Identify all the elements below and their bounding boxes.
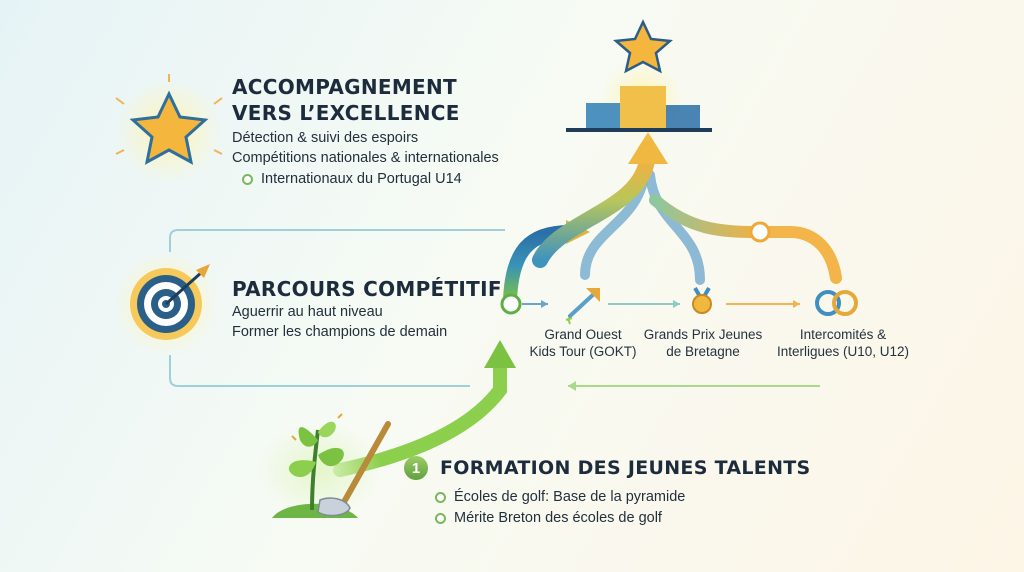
branch-to-right — [649, 194, 766, 238]
bullet-dot-icon — [435, 513, 446, 524]
parcours-description: Aguerrir au haut niveau Former les champ… — [232, 302, 447, 342]
excellence-title: ACCOMPAGNEMENT VERS L’EXCELLENCE — [232, 74, 512, 126]
excellence-line: Compétitions nationales & internationale… — [232, 150, 499, 166]
arrow-up-right-icon — [565, 288, 600, 325]
parcours-line: Former les champions de demain — [232, 324, 448, 340]
excellence-title-line2: VERS L’EXCELLENCE — [232, 101, 460, 125]
connector-line-top — [169, 229, 505, 252]
rings-icon — [815, 290, 858, 316]
step-grands-prix: Grands Prix Jeunes de Bretagne — [643, 327, 763, 359]
formation-bullets: Écoles de golf: Base de la pyramide Méri… — [435, 487, 685, 529]
medal-icon — [692, 286, 712, 314]
growth-arrowhead — [484, 340, 516, 368]
start-node — [500, 293, 522, 315]
star-icon — [115, 74, 223, 183]
list-item: Internationaux du Portugal U14 — [242, 169, 462, 190]
podium-star-icon — [566, 19, 712, 142]
connector-line-bottom — [169, 355, 470, 387]
step-number-badge: 1 — [404, 456, 428, 480]
step-gokt: Grand Ouest Kids Tour (GOKT) — [529, 327, 637, 359]
bullet-dot-icon — [435, 492, 446, 503]
list-item: Mérite Breton des écoles de golf — [435, 508, 685, 529]
parcours-line: Aguerrir au haut niveau — [232, 304, 383, 320]
main-up-arrowhead — [628, 132, 668, 164]
branch-right-orange — [754, 226, 842, 284]
target-icon — [114, 252, 218, 356]
excellence-bullets: Internationaux du Portugal U14 — [242, 169, 462, 190]
parcours-title: PARCOURS COMPÉTITIF — [232, 277, 502, 301]
excellence-description: Détection & suivi des espoirs Compétitio… — [232, 128, 499, 168]
bullet-dot-icon — [242, 174, 253, 185]
junction-node — [749, 221, 771, 243]
excellence-title-line1: ACCOMPAGNEMENT — [232, 75, 458, 99]
excellence-line: Détection & suivi des espoirs — [232, 130, 419, 146]
main-up-arrow — [532, 152, 655, 268]
branch-mid — [645, 170, 705, 285]
list-item: Écoles de golf: Base de la pyramide — [435, 487, 685, 508]
formation-title: FORMATION DES JEUNES TALENTS — [440, 457, 811, 479]
return-arrowhead — [568, 381, 576, 391]
step-intercomites: Intercomités & Interligues (U10, U12) — [776, 327, 910, 359]
sprout-golf-club-icon — [258, 413, 391, 518]
